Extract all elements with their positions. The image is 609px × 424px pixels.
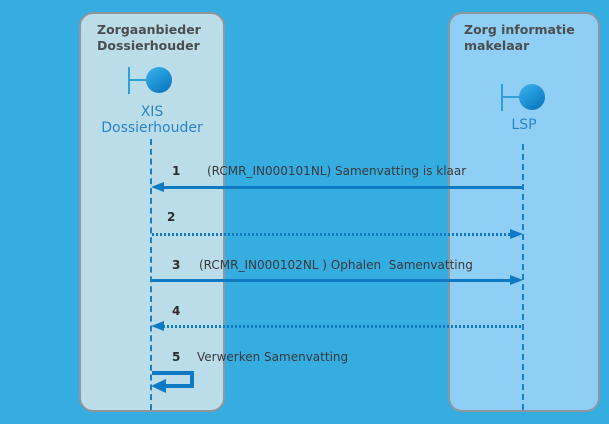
actor-label-lsp: LSP xyxy=(511,117,537,133)
message-5-number: 5 xyxy=(172,350,181,364)
participant-panel-zorgaanbieder: Zorgaanbieder Dossierhouder XIS Dossierh… xyxy=(79,12,225,412)
message-5-label: Verwerken Samenvatting xyxy=(197,350,349,364)
message-1-label: (RCMR_IN000101NL) Samenvatting is klaar xyxy=(207,164,467,178)
message-2-number: 2 xyxy=(167,210,176,224)
message-1-arrowhead-left-icon xyxy=(151,182,164,192)
message-3-arrowhead-right-icon xyxy=(510,275,523,285)
message-3-label: (RCMR_IN000102NL ) Ophalen Samenvatting xyxy=(199,258,473,272)
message-5-selfloop-bottom xyxy=(165,384,194,388)
boundary-icon-circle xyxy=(146,67,172,93)
lifeline-lsp xyxy=(522,144,524,410)
message-2-arrowhead-right-icon xyxy=(510,229,523,239)
message-1-number: 1 xyxy=(172,164,181,178)
message-3-arrow-line xyxy=(152,279,512,282)
actor-label-xis-dossierhouder: XIS Dossierhouder xyxy=(101,104,203,136)
boundary-actor-icon xyxy=(128,67,174,95)
participant-panel-zorg-informatie-makelaar: Zorg informatie makelaar LSP xyxy=(448,12,600,412)
message-2-arrow-line xyxy=(152,233,512,236)
message-5-selfloop-right xyxy=(190,371,194,388)
boundary-actor-icon xyxy=(501,84,547,112)
participant-title-zorgaanbieder: Zorgaanbieder Dossierhouder xyxy=(97,22,201,53)
message-4-number: 4 xyxy=(172,304,181,318)
message-3-number: 3 xyxy=(172,258,181,272)
participant-title-zorg-informatie-makelaar: Zorg informatie makelaar xyxy=(464,22,575,53)
boundary-icon-line xyxy=(501,96,521,98)
message-4-arrowhead-left-icon xyxy=(151,321,164,331)
message-5-selfloop-top xyxy=(152,371,194,375)
lifeline-xis-dossierhouder xyxy=(150,139,152,410)
message-1-arrow-line xyxy=(163,186,522,189)
message-4-arrow-line xyxy=(163,325,522,328)
message-5-arrowhead-left-icon xyxy=(151,379,166,393)
boundary-icon-circle xyxy=(519,84,545,110)
boundary-icon-line xyxy=(128,79,148,81)
